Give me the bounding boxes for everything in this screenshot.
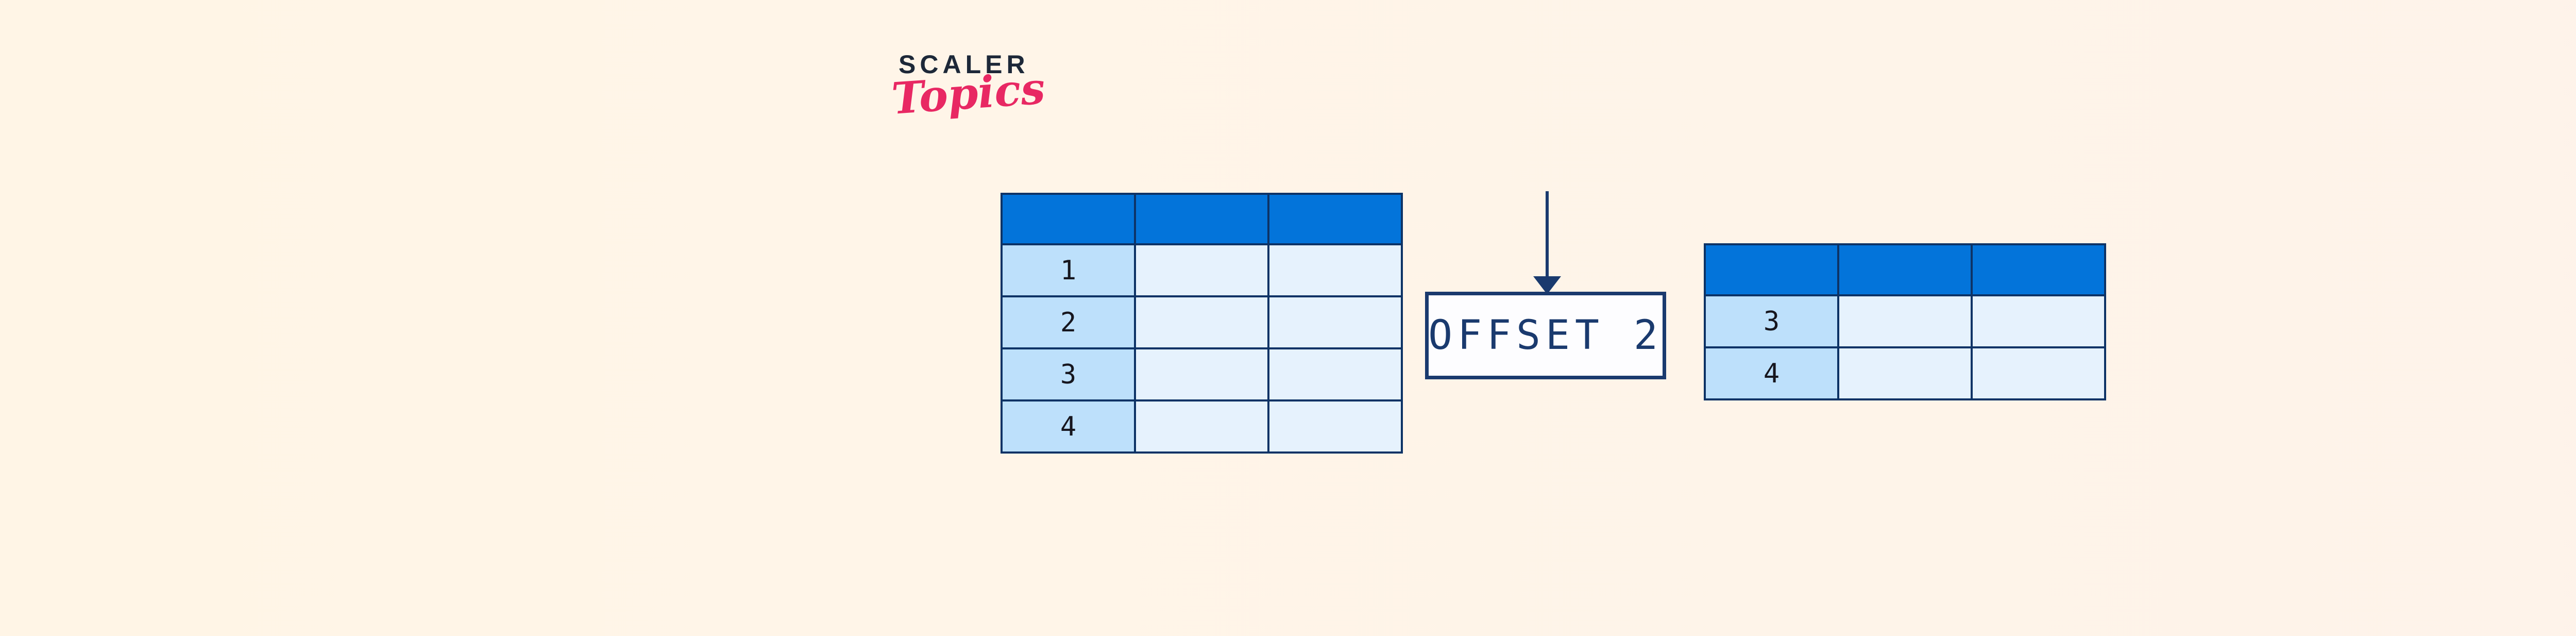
empty-cell [1267, 399, 1403, 454]
logo-script-text: Topics [890, 62, 1047, 124]
empty-cell [1134, 243, 1269, 297]
empty-cell [1134, 399, 1269, 454]
empty-cell [1837, 346, 1973, 400]
result-header-cell [1971, 243, 2106, 296]
empty-cell [1134, 295, 1269, 349]
row-id-cell: 3 [1704, 294, 1839, 348]
source-table: 1 2 3 4 [1001, 193, 1403, 454]
empty-cell [1971, 346, 2106, 400]
result-table: 3 4 [1704, 243, 2106, 400]
source-table-header-row [1001, 193, 1403, 245]
row-id-cell: 2 [1001, 295, 1136, 349]
table-row: 3 [1704, 294, 2106, 348]
source-header-cell [1267, 193, 1403, 245]
table-row: 2 [1001, 295, 1403, 349]
logo-brand-text: SCALER [899, 50, 1029, 79]
row-id-cell: 3 [1001, 347, 1136, 401]
result-table-header-row [1704, 243, 2106, 296]
empty-cell [1267, 295, 1403, 349]
row-id-cell: 4 [1704, 346, 1839, 400]
table-row: 1 [1001, 243, 1403, 297]
table-row: 4 [1704, 346, 2106, 400]
offset-operation-box: OFFSET 2 [1425, 292, 1666, 379]
result-header-cell [1704, 243, 1839, 296]
table-row: 3 [1001, 347, 1403, 401]
row-id-cell: 1 [1001, 243, 1136, 297]
table-row: 4 [1001, 399, 1403, 454]
result-header-cell [1837, 243, 1973, 296]
empty-cell [1267, 243, 1403, 297]
offset-operation-label: OFFSET 2 [1428, 312, 1663, 359]
empty-cell [1971, 294, 2106, 348]
scaler-topics-logo: SCALER Topics [890, 49, 1047, 124]
source-header-cell [1001, 193, 1136, 245]
source-header-cell [1134, 193, 1269, 245]
row-id-cell: 4 [1001, 399, 1136, 454]
empty-cell [1267, 347, 1403, 401]
empty-cell [1837, 294, 1973, 348]
empty-cell [1134, 347, 1269, 401]
down-arrow-icon [1533, 191, 1561, 294]
